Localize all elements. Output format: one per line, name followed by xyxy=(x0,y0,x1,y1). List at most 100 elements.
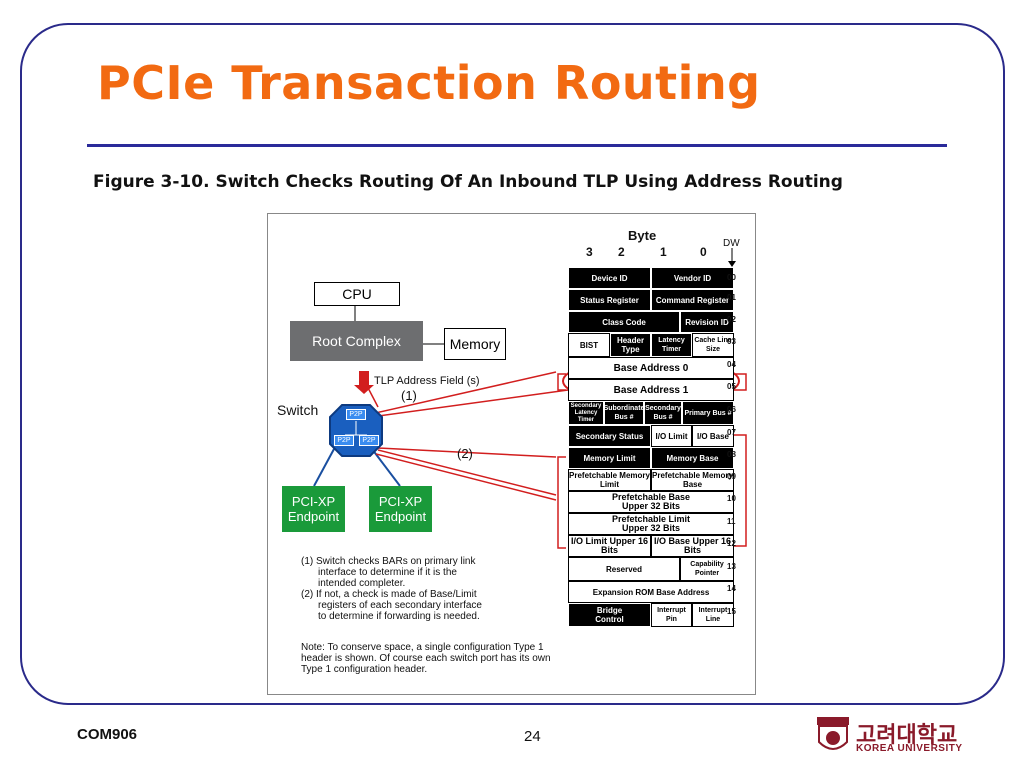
dw-13: 13 xyxy=(727,562,736,571)
cell-interrupt-line: Interrupt Line xyxy=(692,603,734,627)
dw-arrow xyxy=(728,248,736,267)
p2p-right-label: P2P xyxy=(362,437,376,444)
cell-prefetchable-base-upper: Prefetchable Base Upper 32 Bits xyxy=(568,491,734,513)
bracket-bar-right xyxy=(734,373,747,391)
route-line-1b xyxy=(370,389,569,418)
cell-device-id: Device ID xyxy=(568,267,651,289)
cell-cache-line-size: Cache Line Size xyxy=(692,333,734,357)
bracket-left xyxy=(557,456,566,549)
cell-memory-limit: Memory Limit xyxy=(568,447,651,469)
cell-io-base-upper: I/O Base Upper 16 Bits xyxy=(651,535,734,557)
note-line-1: Note: To conserve space, a single config… xyxy=(301,642,544,653)
figure-panel: CPU Root Complex Memory TLP Address Fiel… xyxy=(267,213,756,695)
course-code: COM906 xyxy=(77,726,138,743)
cpu-box: CPU xyxy=(314,282,400,306)
cell-memory-base: Memory Base xyxy=(651,447,734,469)
p2p-left: P2P xyxy=(334,435,354,446)
route-marker-2: (2) xyxy=(457,446,473,461)
dw-06: 06 xyxy=(727,405,736,414)
cell-io-limit-upper: I/O Limit Upper 16 Bits xyxy=(568,535,651,557)
dw-12: 12 xyxy=(727,539,736,548)
cell-prefetchable-memory-limit: Prefetchable Memory Limit xyxy=(568,469,651,491)
cell-subordinate-bus: Subordinate Bus # xyxy=(604,401,644,425)
byte-number-3: 3 xyxy=(586,245,593,259)
university-name-english: KOREA UNIVERSITY xyxy=(856,743,963,754)
notes-line-1: (1) Switch checks BARs on primary link xyxy=(301,556,476,567)
cell-revision-id: Revision ID xyxy=(680,311,734,333)
endpoint-left: PCI-XP Endpoint xyxy=(282,486,345,532)
route-line-2a xyxy=(377,447,557,458)
route-line-2b xyxy=(377,449,557,496)
dw-05: 05 xyxy=(727,382,736,391)
dw-04: 04 xyxy=(727,360,736,369)
route-line-1a xyxy=(370,371,557,415)
memory-label: Memory xyxy=(449,336,501,352)
byte-label: Byte xyxy=(628,228,657,243)
cell-io-limit: I/O Limit xyxy=(651,425,692,447)
cell-bist: BIST xyxy=(568,333,610,357)
slide-title: PCIe Transaction Routing xyxy=(97,56,761,110)
bracket-bar-left xyxy=(557,373,566,391)
cell-secondary-status: Secondary Status xyxy=(568,425,651,447)
figure-caption: Figure 3-10. Switch Checks Routing Of An… xyxy=(93,172,843,192)
tlp-address-label: TLP Address Field (s) xyxy=(374,375,480,387)
p2p-top-label: P2P xyxy=(349,411,363,418)
route-marker-1: (1) xyxy=(401,388,417,403)
p2p-left-label: P2P xyxy=(337,437,351,444)
notes-line-5: registers of each secondary interface xyxy=(318,600,482,611)
cell-base-address-1: Base Address 1 xyxy=(568,379,734,401)
byte-number-2: 2 xyxy=(618,245,625,259)
notes-line-3: intended completer. xyxy=(318,578,406,589)
dw-03: 03 xyxy=(727,337,736,346)
dw-10: 10 xyxy=(727,494,736,503)
dw-14: 14 xyxy=(727,584,736,593)
notes-line-2: interface to determine if it is the xyxy=(318,567,457,578)
cell-bridge-control: Bridge Control xyxy=(568,603,651,627)
memory-box: Memory xyxy=(444,328,506,360)
cell-capability-pointer: Capability Pointer xyxy=(680,557,734,581)
dw-09: 09 xyxy=(727,472,736,481)
endpoint-right-line2: Endpoint xyxy=(374,509,427,524)
p2p-top: P2P xyxy=(346,409,366,420)
cell-command-register: Command Register xyxy=(651,289,734,311)
cell-header-type: Header Type xyxy=(610,333,651,357)
cell-base-address-0: Base Address 0 xyxy=(568,357,734,379)
dw-07: 07 xyxy=(727,428,736,437)
slide-frame xyxy=(20,23,1005,705)
route-line-2c xyxy=(375,453,557,501)
switch-endpoint-link-right xyxy=(371,448,401,487)
cell-secondary-bus: Secondary Bus # xyxy=(644,401,682,425)
switch-endpoint-link-left xyxy=(313,448,335,487)
cell-vendor-id: Vendor ID xyxy=(651,267,734,289)
root-complex-box: Root Complex xyxy=(290,321,423,361)
dw-15: 15 xyxy=(727,607,736,616)
endpoint-left-line1: PCI-XP xyxy=(291,494,336,509)
tlp-arrow-shaft xyxy=(359,371,369,385)
cell-class-code: Class Code xyxy=(568,311,680,333)
endpoint-right-line1: PCI-XP xyxy=(378,494,423,509)
byte-number-0: 0 xyxy=(700,245,707,259)
endpoint-right: PCI-XP Endpoint xyxy=(369,486,432,532)
root-complex-label: Root Complex xyxy=(312,333,401,349)
page-number: 24 xyxy=(524,728,541,745)
cell-status-register: Status Register xyxy=(568,289,651,311)
cell-reserved: Reserved xyxy=(568,557,680,581)
p2p-right: P2P xyxy=(359,435,379,446)
dw-01: 01 xyxy=(727,293,736,302)
cell-latency-timer: Latency Timer xyxy=(651,333,692,357)
cell-expansion-rom: Expansion ROM Base Address xyxy=(568,581,734,603)
dw-02: 02 xyxy=(727,315,736,324)
byte-number-1: 1 xyxy=(660,245,667,259)
cell-io-base: I/O Base xyxy=(692,425,734,447)
cell-secondary-latency-timer: Secondary Latency Timer xyxy=(568,401,604,425)
dw-00: 00 xyxy=(727,273,736,282)
cell-primary-bus: Primary Bus # xyxy=(682,401,734,425)
bracket-right xyxy=(734,434,747,547)
cell-prefetchable-limit-upper: Prefetchable Limit Upper 32 Bits xyxy=(568,513,734,535)
dw-11: 11 xyxy=(727,517,736,526)
note-line-2: header is shown. Of course each switch p… xyxy=(301,653,551,664)
notes-line-4: (2) If not, a check is made of Base/Limi… xyxy=(301,589,477,600)
endpoint-left-line2: Endpoint xyxy=(287,509,340,524)
title-rule xyxy=(87,144,947,147)
cell-interrupt-pin: Interrupt Pin xyxy=(651,603,692,627)
